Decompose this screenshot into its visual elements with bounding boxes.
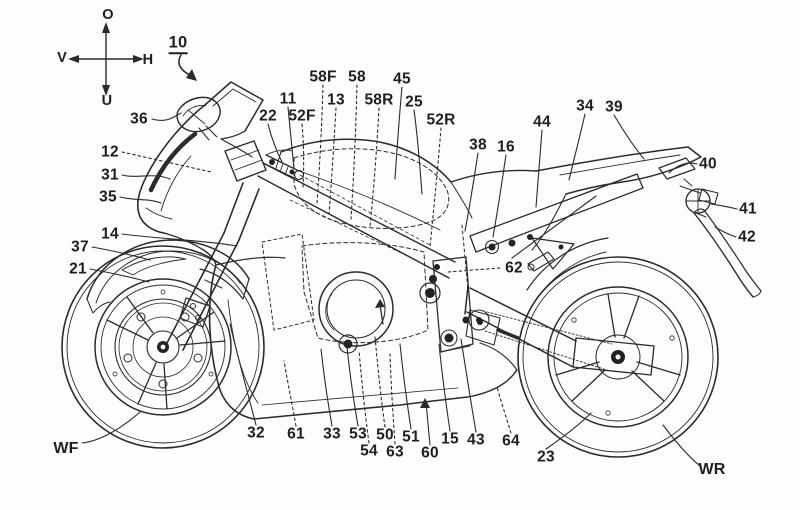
ref-label-60: 60 xyxy=(421,444,439,462)
ref-label-22: 22 xyxy=(259,107,277,125)
ref-label-44: 44 xyxy=(533,113,551,131)
ref-label-13: 13 xyxy=(327,91,345,109)
frame-and-tank xyxy=(257,138,469,291)
ref-label-41: 41 xyxy=(739,200,757,218)
ref-label-31: 31 xyxy=(101,166,119,184)
ref-label-32: 32 xyxy=(247,424,265,442)
ref-label-54: 54 xyxy=(360,442,378,460)
ref-label-40: 40 xyxy=(699,155,717,173)
wheel-label-WF: WF xyxy=(53,440,79,457)
ref-label-34: 34 xyxy=(576,97,594,115)
leader-lines-dashed xyxy=(121,84,512,445)
figure-number-arrow xyxy=(178,54,197,81)
ref-label-58R: 58R xyxy=(364,91,394,109)
ref-label-33: 33 xyxy=(323,425,341,443)
ref-label-42: 42 xyxy=(738,228,756,246)
ref-label-12: 12 xyxy=(101,143,119,161)
ref-label-37: 37 xyxy=(71,238,89,256)
ref-label-36: 36 xyxy=(130,110,148,128)
ref-label-16: 16 xyxy=(497,138,515,156)
ref-label-25: 25 xyxy=(405,93,423,111)
seat-and-tail xyxy=(450,146,702,251)
ref-label-53: 53 xyxy=(349,425,367,443)
ref-label-52R: 52R xyxy=(426,111,456,129)
ref-label-61: 61 xyxy=(287,425,305,443)
ref-label-50: 50 xyxy=(376,426,394,444)
tail-light-signal-mudflap xyxy=(679,178,762,298)
ref-label-38: 38 xyxy=(469,136,487,154)
ref-label-14: 14 xyxy=(101,225,119,243)
ref-label-35: 35 xyxy=(99,188,117,206)
swingarm-chain xyxy=(464,237,613,372)
ref-label-58: 58 xyxy=(348,68,366,86)
ref-label-62: 62 xyxy=(505,259,523,277)
ref-label-63: 63 xyxy=(386,443,404,461)
compass-letter-left: V xyxy=(57,49,67,66)
ref-label-45: 45 xyxy=(393,70,411,88)
ref-label-64: 64 xyxy=(502,432,520,450)
front-wheel xyxy=(61,245,265,449)
front-fork xyxy=(166,182,260,351)
mirror xyxy=(176,96,221,141)
ref-label-51: 51 xyxy=(402,428,420,446)
ref-label-21: 21 xyxy=(69,260,87,278)
ref-label-52F: 52F xyxy=(288,107,316,125)
ref-label-39: 39 xyxy=(605,98,623,116)
wheel-label-WR: WR xyxy=(698,461,726,478)
ref-label-58F: 58F xyxy=(309,68,337,86)
ref-label-15: 15 xyxy=(441,430,459,448)
compass-letter-right: H xyxy=(142,51,154,68)
ref-label-23: 23 xyxy=(537,448,555,466)
ref-label-11: 11 xyxy=(279,90,297,108)
subframe xyxy=(469,173,644,272)
front-cowl xyxy=(136,103,217,266)
leader-lines xyxy=(81,86,738,467)
windscreen xyxy=(205,81,264,158)
orientation-compass xyxy=(68,22,144,96)
compass-letter-down: U xyxy=(101,92,113,109)
ref-label-43: 43 xyxy=(467,431,485,449)
figure-number-label: 10 xyxy=(168,34,188,54)
rear-wheel xyxy=(517,256,719,458)
engine-exhaust xyxy=(261,233,520,354)
lower-fairing xyxy=(208,256,518,420)
compass-letter-up: O xyxy=(102,6,114,23)
